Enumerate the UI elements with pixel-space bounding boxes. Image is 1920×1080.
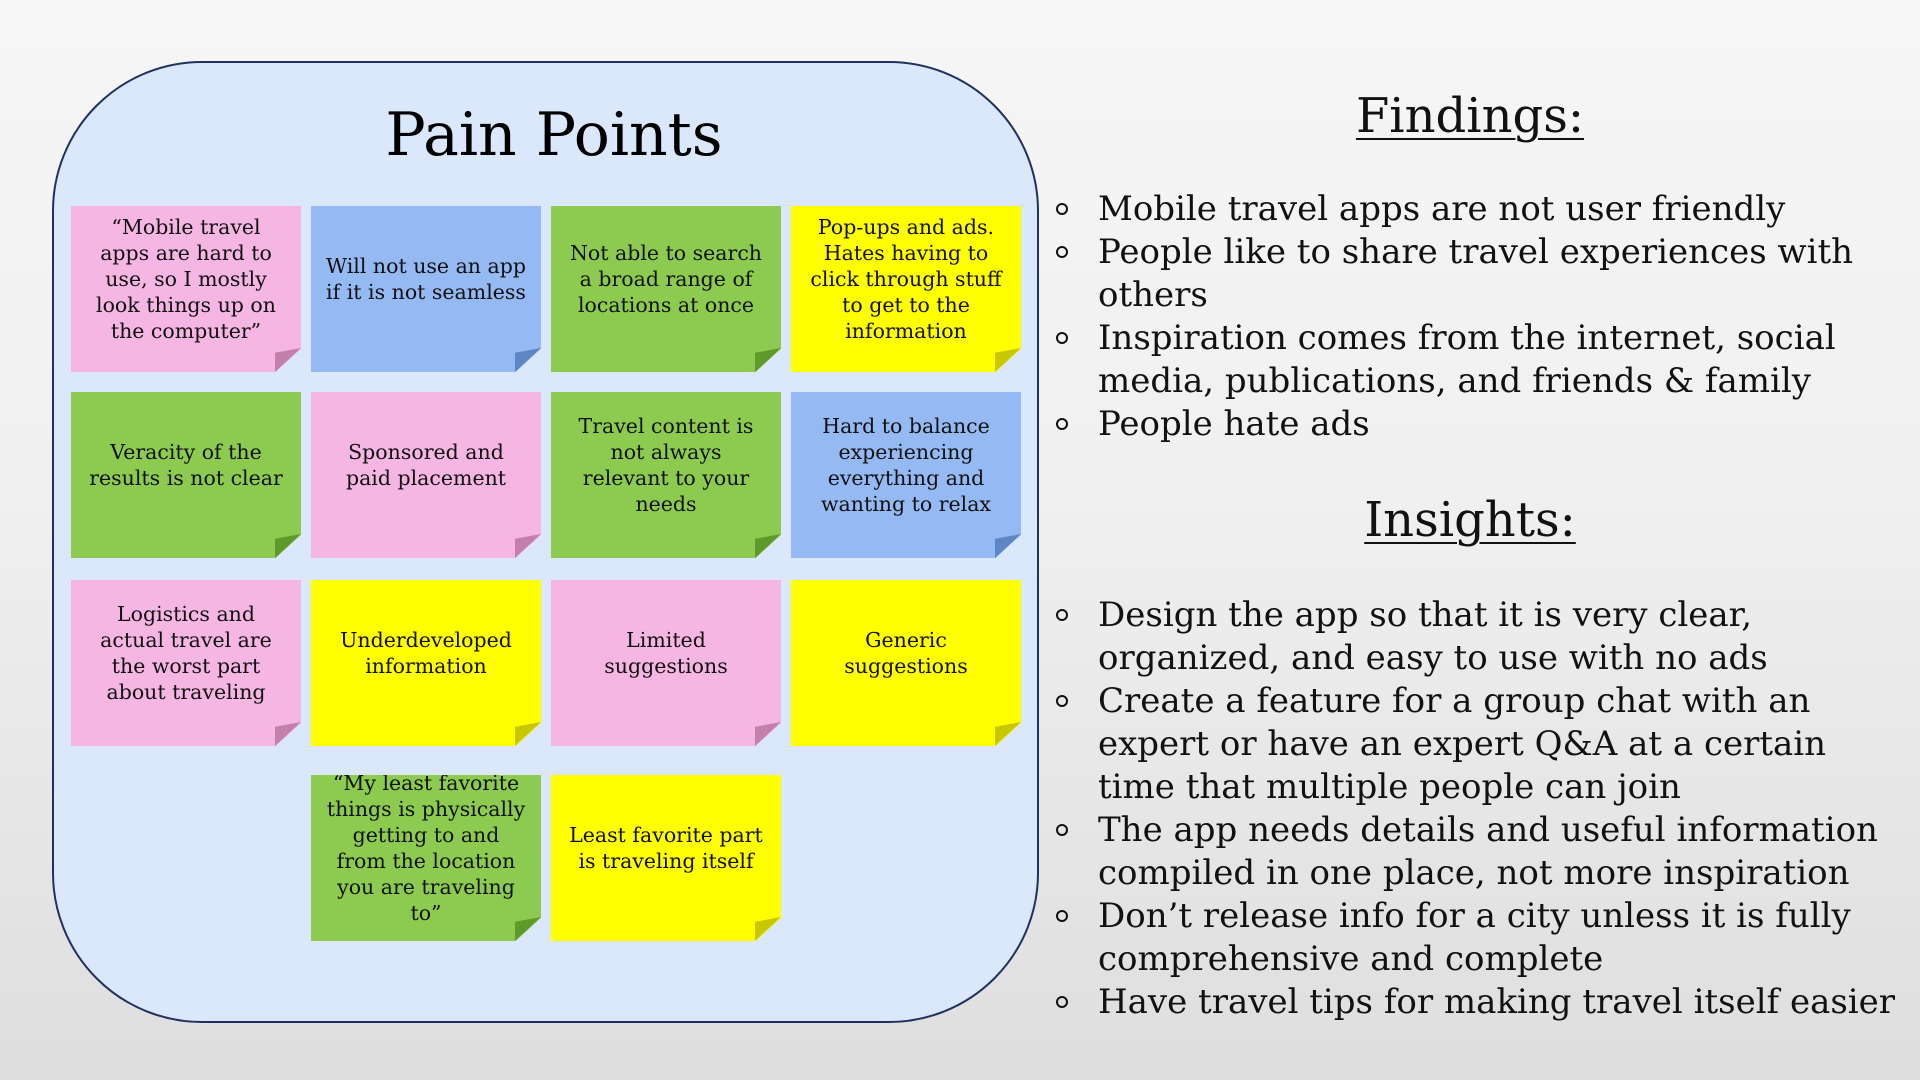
findings-heading: Findings: xyxy=(1355,88,1585,144)
sticky-note-text: Least favorite part is traveling itself xyxy=(569,823,763,873)
sticky-note: “My least favorite things is physically … xyxy=(311,775,541,941)
sticky-note-text: Generic suggestions xyxy=(844,628,968,678)
list-item-text: Design the app so that it is very clear,… xyxy=(1098,595,1768,678)
sticky-note-text: “Mobile travel apps are hard to use, so … xyxy=(96,215,276,343)
list-item: Don’t release info for a city unless it … xyxy=(1050,895,1900,981)
list-item: Have travel tips for making travel itsel… xyxy=(1050,981,1900,1024)
circle-bullet-icon xyxy=(1056,609,1068,621)
list-item: Design the app so that it is very clear,… xyxy=(1050,594,1900,680)
circle-bullet-icon xyxy=(1056,824,1068,836)
list-item-text: Inspiration comes from the internet, soc… xyxy=(1098,318,1836,401)
sticky-note: Veracity of the results is not clear xyxy=(71,392,301,558)
list-item-text: People hate ads xyxy=(1098,404,1370,444)
list-item-text: Have travel tips for making travel itsel… xyxy=(1098,982,1896,1022)
list-item: The app needs details and useful informa… xyxy=(1050,809,1900,895)
list-item: Inspiration comes from the internet, soc… xyxy=(1050,317,1900,403)
list-item: People hate ads xyxy=(1050,403,1900,446)
sticky-note: Not able to search a broad range of loca… xyxy=(551,206,781,372)
list-item-text: Mobile travel apps are not user friendly xyxy=(1098,189,1786,229)
sticky-note-text: Veracity of the results is not clear xyxy=(89,440,283,490)
sticky-note-text: “My least favorite things is physically … xyxy=(326,771,526,925)
circle-bullet-icon xyxy=(1056,418,1068,430)
circle-bullet-icon xyxy=(1056,996,1068,1008)
circle-bullet-icon xyxy=(1056,332,1068,344)
sticky-note-text: Travel content is not always relevant to… xyxy=(578,414,754,516)
circle-bullet-icon xyxy=(1056,246,1068,258)
circle-bullet-icon xyxy=(1056,695,1068,707)
sticky-note: Will not use an app if it is not seamles… xyxy=(311,206,541,372)
circle-bullet-icon xyxy=(1056,203,1068,215)
sticky-note: Logistics and actual travel are the wors… xyxy=(71,580,301,746)
sticky-note-text: Not able to search a broad range of loca… xyxy=(569,241,763,317)
pain-points-title: Pain Points xyxy=(385,100,723,170)
sticky-note: Underdeveloped information xyxy=(311,580,541,746)
list-item-text: People like to share travel experiences … xyxy=(1098,232,1854,315)
sticky-note: Sponsored and paid placement xyxy=(311,392,541,558)
sticky-note: Pop-ups and ads. Hates having to click t… xyxy=(791,206,1021,372)
sticky-note-text: Pop-ups and ads. Hates having to click t… xyxy=(810,215,1002,343)
sticky-note: Travel content is not always relevant to… xyxy=(551,392,781,558)
sticky-note: “Mobile travel apps are hard to use, so … xyxy=(71,206,301,372)
sticky-note-text: Sponsored and paid placement xyxy=(345,440,507,490)
sticky-note-text: Underdeveloped information xyxy=(340,628,512,678)
sticky-note: Generic suggestions xyxy=(791,580,1021,746)
sticky-note: Hard to balance experiencing everything … xyxy=(791,392,1021,558)
list-item: Create a feature for a group chat with a… xyxy=(1050,680,1900,809)
sticky-note-text: Logistics and actual travel are the wors… xyxy=(100,602,272,704)
circle-bullet-icon xyxy=(1056,910,1068,922)
list-item-text: The app needs details and useful informa… xyxy=(1098,810,1878,893)
sticky-note-text: Limited suggestions xyxy=(604,628,728,678)
insights-list: Design the app so that it is very clear,… xyxy=(1050,594,1900,1024)
list-item: People like to share travel experiences … xyxy=(1050,231,1900,317)
insights-heading: Insights: xyxy=(1364,492,1576,548)
sticky-note-text: Hard to balance experiencing everything … xyxy=(821,414,991,516)
sticky-note-text: Will not use an app if it is not seamles… xyxy=(326,254,526,304)
list-item-text: Don’t release info for a city unless it … xyxy=(1098,896,1851,979)
list-item: Mobile travel apps are not user friendly xyxy=(1050,188,1900,231)
list-item-text: Create a feature for a group chat with a… xyxy=(1098,681,1827,807)
sticky-note: Least favorite part is traveling itself xyxy=(551,775,781,941)
findings-list: Mobile travel apps are not user friendly… xyxy=(1050,188,1900,446)
sticky-note: Limited suggestions xyxy=(551,580,781,746)
